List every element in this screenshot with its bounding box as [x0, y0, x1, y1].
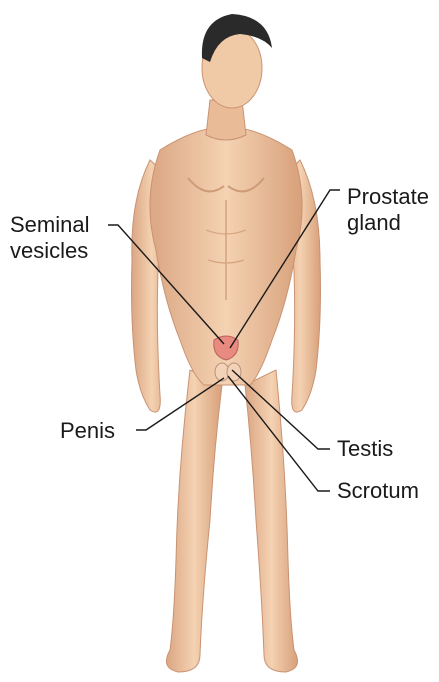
scrotum-label: Scrotum: [337, 478, 419, 504]
prostate-gland-label-line-2: gland: [347, 210, 429, 236]
seminal-vesicles-label-line-1: Seminal: [10, 212, 89, 238]
testis-label: Testis: [337, 436, 393, 462]
seminal-vesicles-label: Seminal vesicles: [10, 212, 89, 264]
seminal-vesicles-label-line-2: vesicles: [10, 238, 89, 264]
prostate-gland-label-line-1: Prostate: [347, 184, 429, 210]
prostate-gland-label: Prostate gland: [347, 184, 429, 236]
penis-label: Penis: [60, 418, 115, 444]
